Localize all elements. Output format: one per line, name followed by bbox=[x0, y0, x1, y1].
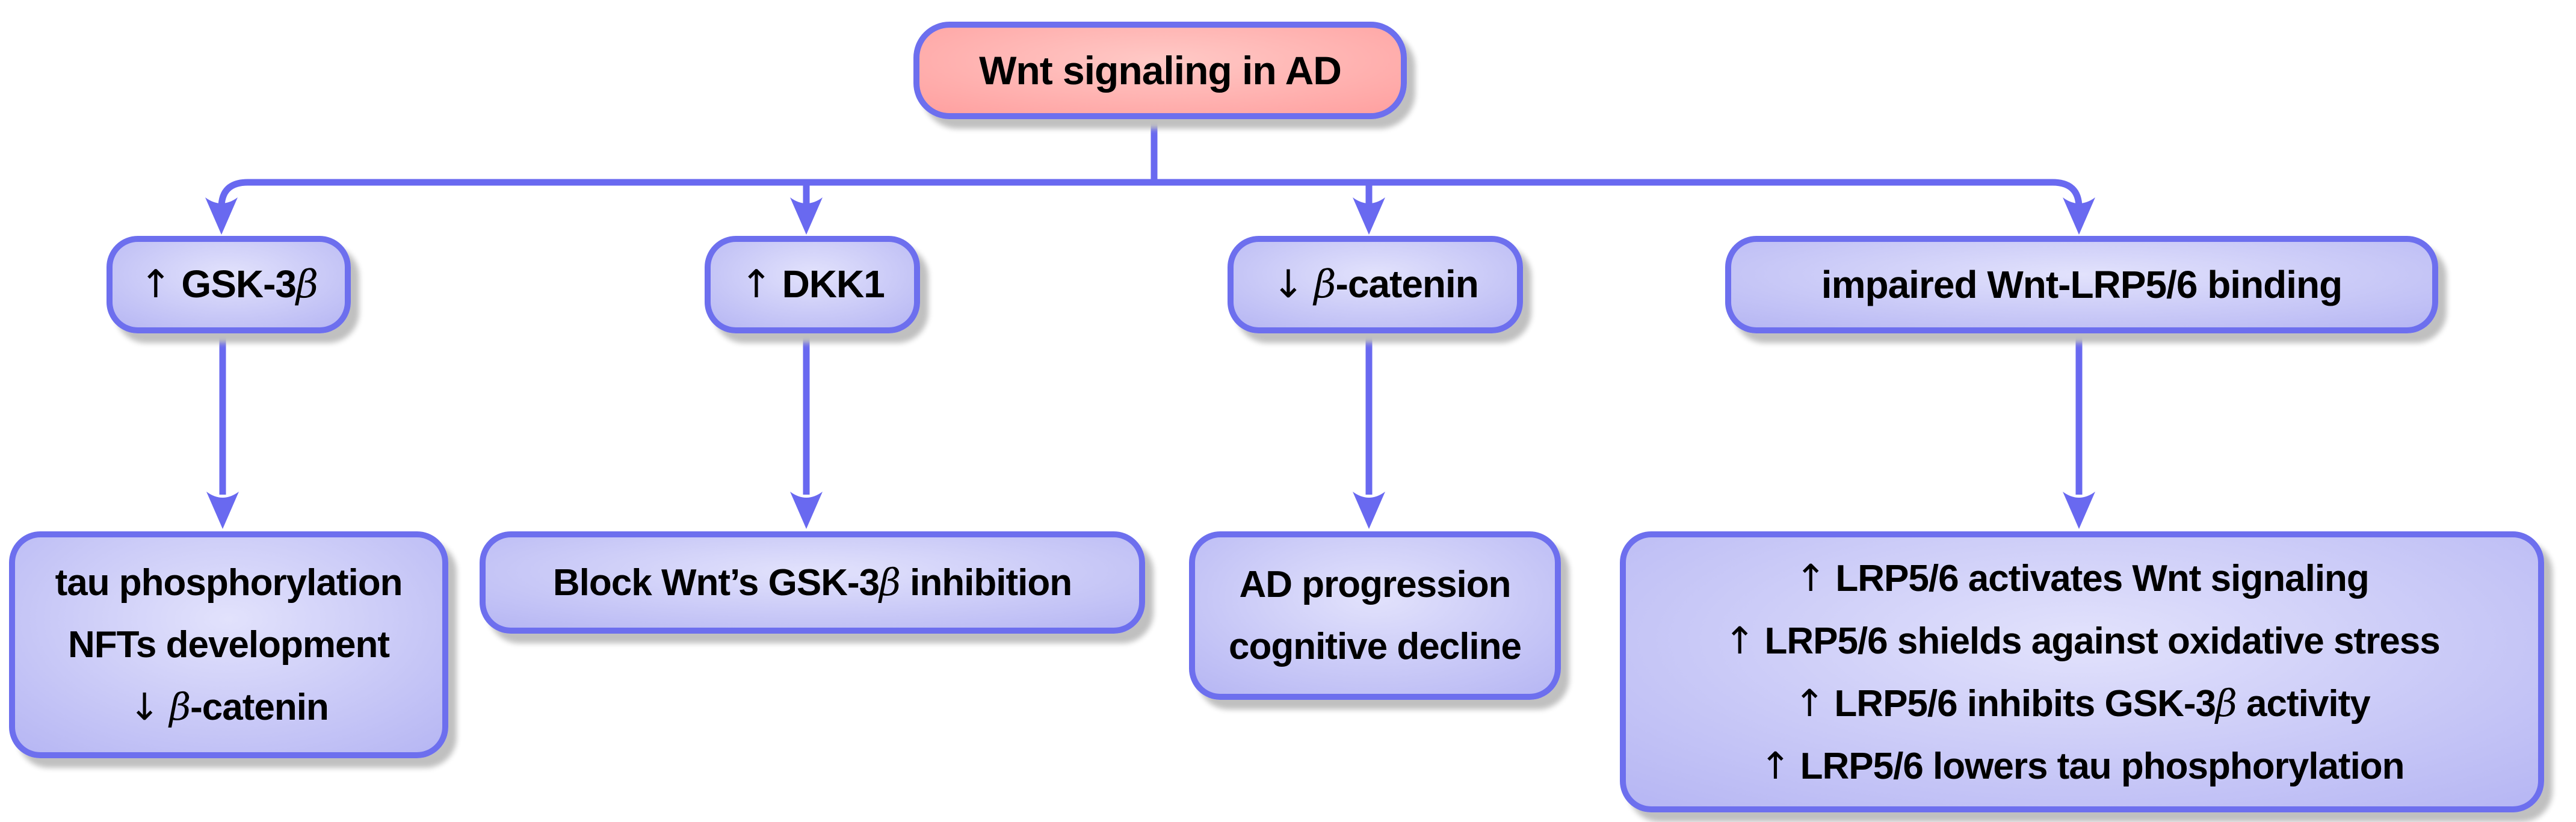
cause-node-label: impaired Wnt-LRP5/6 binding bbox=[1821, 262, 2343, 306]
effect-line: tau phosphorylation bbox=[55, 561, 403, 604]
cause-node-lrp56-binding: impaired Wnt-LRP5/6 binding bbox=[1725, 236, 2438, 333]
root-node-label: Wnt signaling in AD bbox=[979, 48, 1342, 93]
cause-node-label: ↑ DKK1 bbox=[740, 262, 885, 307]
cause-node-gsk3b: ↑ GSK-3β bbox=[107, 236, 351, 333]
root-node-wnt-signaling: Wnt signaling in AD bbox=[913, 22, 1407, 119]
cause-node-dkk1: ↑ DKK1 bbox=[705, 236, 920, 333]
effect-node-dkk1: Block Wnt’s GSK-3β inhibition bbox=[480, 531, 1145, 634]
effect-line: cognitive decline bbox=[1228, 626, 1522, 667]
cause-node-label: ↑ GSK-3β bbox=[140, 262, 318, 307]
arrowhead-gsk3b-effect bbox=[206, 492, 239, 529]
cause-node-label: ↓ β-catenin bbox=[1272, 262, 1479, 307]
effect-line: ↑ LRP5/6 inhibits GSK-3β activity bbox=[1794, 681, 2370, 725]
effect-line: ↓ β-catenin bbox=[129, 684, 329, 729]
arrowhead-dkk1-effect bbox=[790, 492, 823, 529]
arrowhead-bcatenin bbox=[1353, 197, 1385, 235]
arrowhead-lrp56 bbox=[2063, 197, 2095, 235]
branch-bus-line bbox=[218, 179, 2083, 209]
effect-line: ↑ LRP5/6 shields against oxidative stres… bbox=[1724, 618, 2440, 663]
arrowhead-lrp56-effect bbox=[2063, 492, 2095, 529]
cause-node-bcatenin: ↓ β-catenin bbox=[1228, 236, 1523, 333]
effect-line: ↑ LRP5/6 activates Wnt signaling bbox=[1795, 555, 2370, 600]
effect-line: Block Wnt’s GSK-3β inhibition bbox=[552, 560, 1072, 604]
effect-line: AD progression bbox=[1239, 564, 1511, 605]
arrowhead-gsk3b bbox=[205, 197, 238, 235]
arrowhead-bcatenin-effect bbox=[1353, 492, 1385, 529]
effect-node-lrp56: ↑ LRP5/6 activates Wnt signaling ↑ LRP5/… bbox=[1620, 531, 2544, 812]
effect-node-bcatenin: AD progression cognitive decline bbox=[1189, 531, 1561, 700]
effect-line: ↑ LRP5/6 lowers tau phosphorylation bbox=[1759, 743, 2405, 788]
effect-node-gsk3b: tau phosphorylation NFTs development ↓ β… bbox=[9, 531, 448, 758]
arrowhead-dkk1 bbox=[790, 197, 823, 235]
effect-line: NFTs development bbox=[67, 623, 390, 666]
